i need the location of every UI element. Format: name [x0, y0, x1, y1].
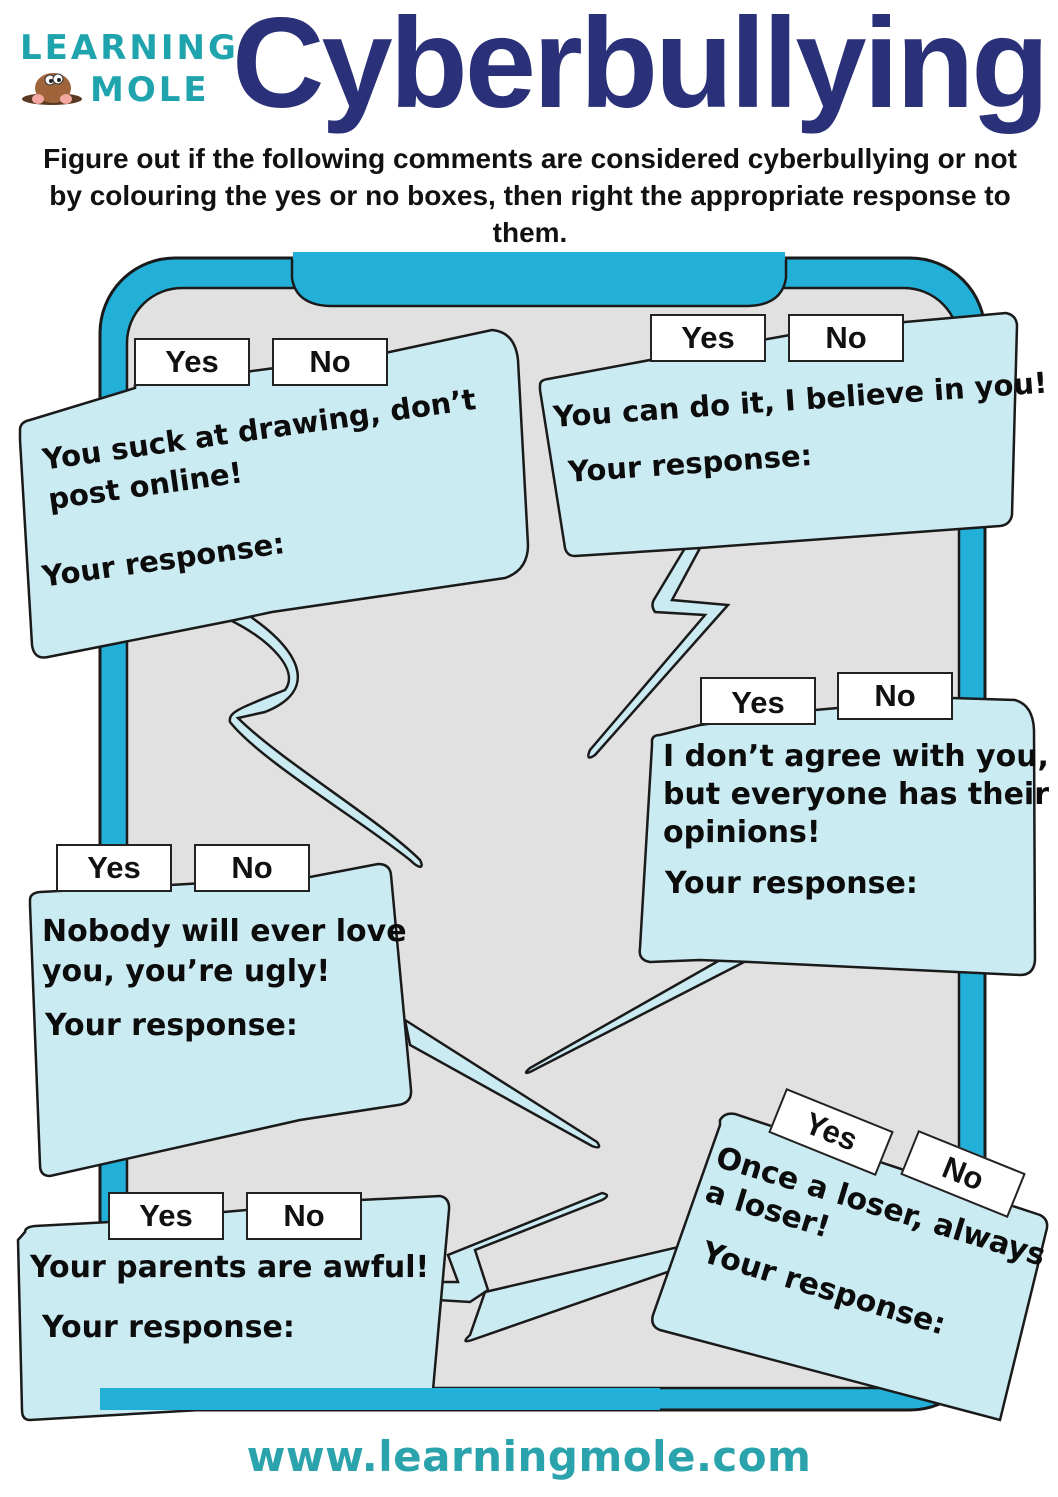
bubble-tail	[587, 546, 731, 759]
bubble-4-comment: Nobody will ever love you, you’re ugly!	[42, 914, 407, 989]
bubble-2-yes-box[interactable]: Yes	[650, 314, 766, 362]
bubble-tail	[226, 613, 423, 868]
bubble-5-response-label: Your response:	[42, 1310, 295, 1345]
logo-text-learning: LEARNING	[20, 28, 239, 68]
bubble-5-comment: Your parents are awful!	[30, 1250, 430, 1285]
speech-bubble-2	[538, 311, 1019, 558]
logo-text-mole: MOLE	[90, 70, 210, 110]
bubble-3-yes-box[interactable]: Yes	[700, 677, 816, 725]
bubble-tail	[524, 958, 749, 1075]
speech-bubble-1	[18, 328, 530, 659]
bubble-4-yes-box[interactable]: Yes	[56, 844, 172, 892]
speech-bubble-5	[16, 1194, 451, 1422]
bubble-tail	[435, 1191, 609, 1304]
mole-icon	[22, 73, 82, 105]
speech-bubble-3	[638, 696, 1037, 977]
footer-url[interactable]: www.learningmole.com	[246, 1432, 812, 1481]
bubble-tail	[403, 1017, 601, 1149]
page-title: Cyberbullying	[232, 0, 1049, 135]
bubble-1-no-box[interactable]: No	[272, 338, 388, 386]
speech-bubble-4	[28, 862, 413, 1178]
bubble-5-yes-box[interactable]: Yes	[108, 1192, 224, 1240]
bubble-3-response-label: Your response:	[665, 866, 918, 901]
bubble-4-response-label: Your response:	[45, 1008, 298, 1043]
learning-mole-logo: LEARNING MOLE	[18, 28, 236, 110]
bubble-tail	[464, 1240, 704, 1343]
bubble-1-yes-box[interactable]: Yes	[134, 338, 250, 386]
phone-notch	[290, 256, 788, 308]
bubble-3-no-box[interactable]: No	[837, 672, 953, 720]
bubble-3-comment: I don’t agree with you, but everyone has…	[663, 739, 1050, 850]
instructions-text: Figure out if the following comments are…	[43, 143, 1017, 248]
bubble-4-no-box[interactable]: No	[194, 844, 310, 892]
bubble-5-no-box[interactable]: No	[246, 1192, 362, 1240]
bubble-2-no-box[interactable]: No	[788, 314, 904, 362]
